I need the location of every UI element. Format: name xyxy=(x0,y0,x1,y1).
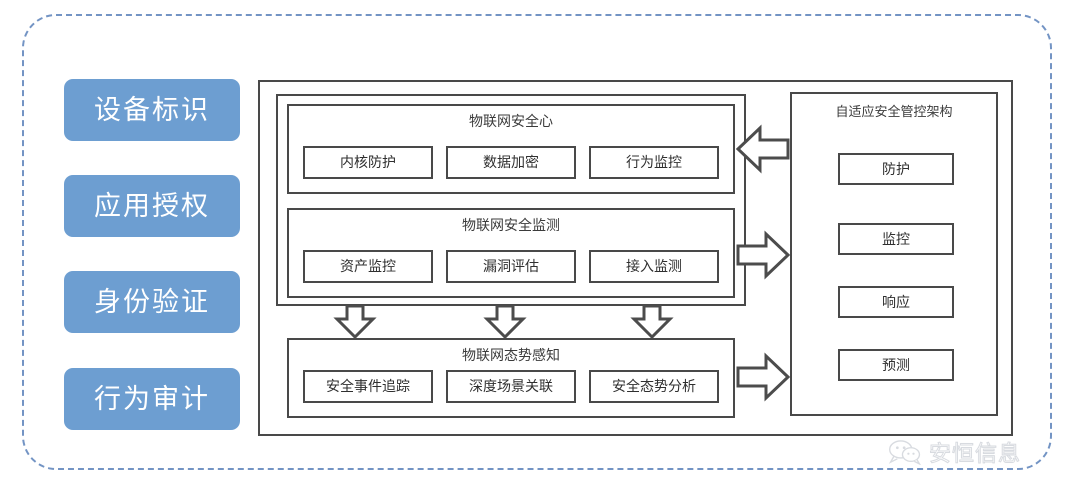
group-iot-security-monitoring: 物联网安全监测 资产监控 漏洞评估 接入监测 xyxy=(287,208,735,298)
arrow-down-icon xyxy=(333,303,377,339)
chip-kernel-protection[interactable]: 内核防护 xyxy=(303,146,433,179)
group-iot-situation-awareness: 物联网态势感知 安全事件追踪 深度场景关联 安全态势分析 xyxy=(287,338,735,418)
group-title: 物联网态势感知 xyxy=(462,347,560,363)
arrow-down-icon xyxy=(630,303,674,339)
outer-dashed-frame xyxy=(22,14,1052,470)
group-title: 物联网安全监测 xyxy=(462,217,560,233)
sidebar-item-label: 设备标识 xyxy=(94,95,210,125)
chip-asset-monitoring[interactable]: 资产监控 xyxy=(303,250,433,283)
arrow-down-icon xyxy=(483,303,527,339)
sidebar-item-device-identity[interactable]: 设备标识 xyxy=(64,79,240,141)
sidebar-item-label: 身份验证 xyxy=(94,287,210,317)
panel-item-protection[interactable]: 防护 xyxy=(838,153,954,185)
chip-deep-scene-correlation[interactable]: 深度场景关联 xyxy=(446,370,576,403)
group-chip-row: 资产监控 漏洞评估 接入监测 xyxy=(303,250,719,283)
sidebar-item-behavior-audit[interactable]: 行为审计 xyxy=(64,368,240,430)
sidebar-item-identity-verification[interactable]: 身份验证 xyxy=(64,271,240,333)
group-title: 物联网安全心 xyxy=(469,113,553,129)
arrow-right-icon xyxy=(735,228,791,282)
chip-access-detection[interactable]: 接入监测 xyxy=(589,250,719,283)
arrow-left-icon xyxy=(735,122,791,176)
panel-item-monitoring[interactable]: 监控 xyxy=(838,223,954,255)
group-chip-row: 安全事件追踪 深度场景关联 安全态势分析 xyxy=(303,370,719,403)
adaptive-security-panel: 自适应安全管控架构 防护 监控 响应 预测 xyxy=(790,92,998,416)
panel-item-response[interactable]: 响应 xyxy=(838,286,954,318)
chip-security-situation-analysis[interactable]: 安全态势分析 xyxy=(589,370,719,403)
panel-title: 自适应安全管控架构 xyxy=(835,104,953,119)
chip-vulnerability-assessment[interactable]: 漏洞评估 xyxy=(446,250,576,283)
panel-item-prediction[interactable]: 预测 xyxy=(838,349,954,381)
chip-security-event-tracing[interactable]: 安全事件追踪 xyxy=(303,370,433,403)
arrow-right-icon xyxy=(735,350,791,404)
chip-data-encryption[interactable]: 数据加密 xyxy=(446,146,576,179)
sidebar-item-label: 应用授权 xyxy=(94,191,210,221)
sidebar-item-label: 行为审计 xyxy=(94,384,210,414)
group-chip-row: 内核防护 数据加密 行为监控 xyxy=(303,146,719,179)
group-iot-security-core: 物联网安全心 内核防护 数据加密 行为监控 xyxy=(287,104,735,194)
chip-behavior-monitoring[interactable]: 行为监控 xyxy=(589,146,719,179)
sidebar-item-app-authorization[interactable]: 应用授权 xyxy=(64,175,240,237)
